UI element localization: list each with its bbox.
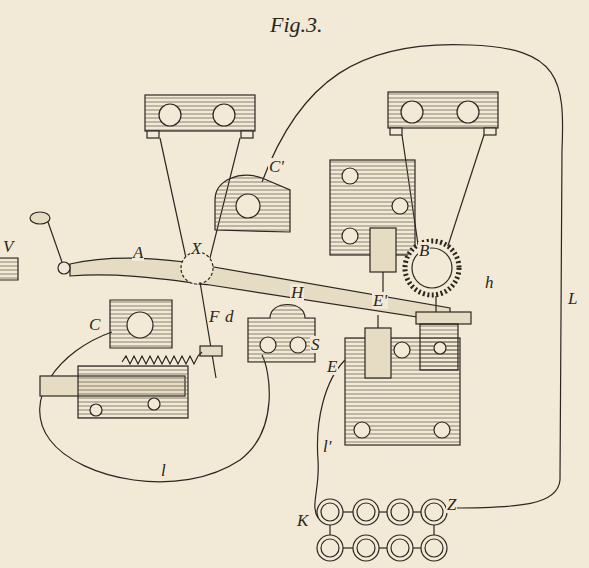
part-letter: A [132,244,144,261]
battery [317,499,447,561]
part-letter: d [224,308,235,325]
contact-block [110,300,172,348]
part-letter: B [418,242,430,259]
wire-l [40,332,270,482]
part-letter: h [484,274,495,291]
part-letter: E' [372,292,388,309]
part-letter: V [2,238,14,255]
magnet-core [370,228,396,272]
part-letter: S [310,336,321,353]
part-letter: l [160,462,167,479]
top-plate [145,95,255,131]
magnet-core [365,328,391,378]
part-letter: C [88,316,101,333]
ratchet-wheel [405,241,459,295]
part-letter: F [208,308,220,325]
part-letter: K [296,512,309,529]
part-letter: E [326,358,338,375]
contact-block [215,175,290,232]
part-letter: l' [322,438,332,455]
part-letter: X [190,240,202,257]
wire-L [262,45,563,508]
figure-title: Fig.3. [270,14,323,36]
part-letter: L [567,290,578,307]
bracket [416,312,471,324]
wire-l-prime [315,360,345,518]
spring [122,352,202,364]
part-letter: C' [268,158,285,175]
part-letter: H [290,284,304,301]
stop-block [248,305,315,363]
part-letter: Z [446,496,457,513]
top-plate [388,92,498,128]
